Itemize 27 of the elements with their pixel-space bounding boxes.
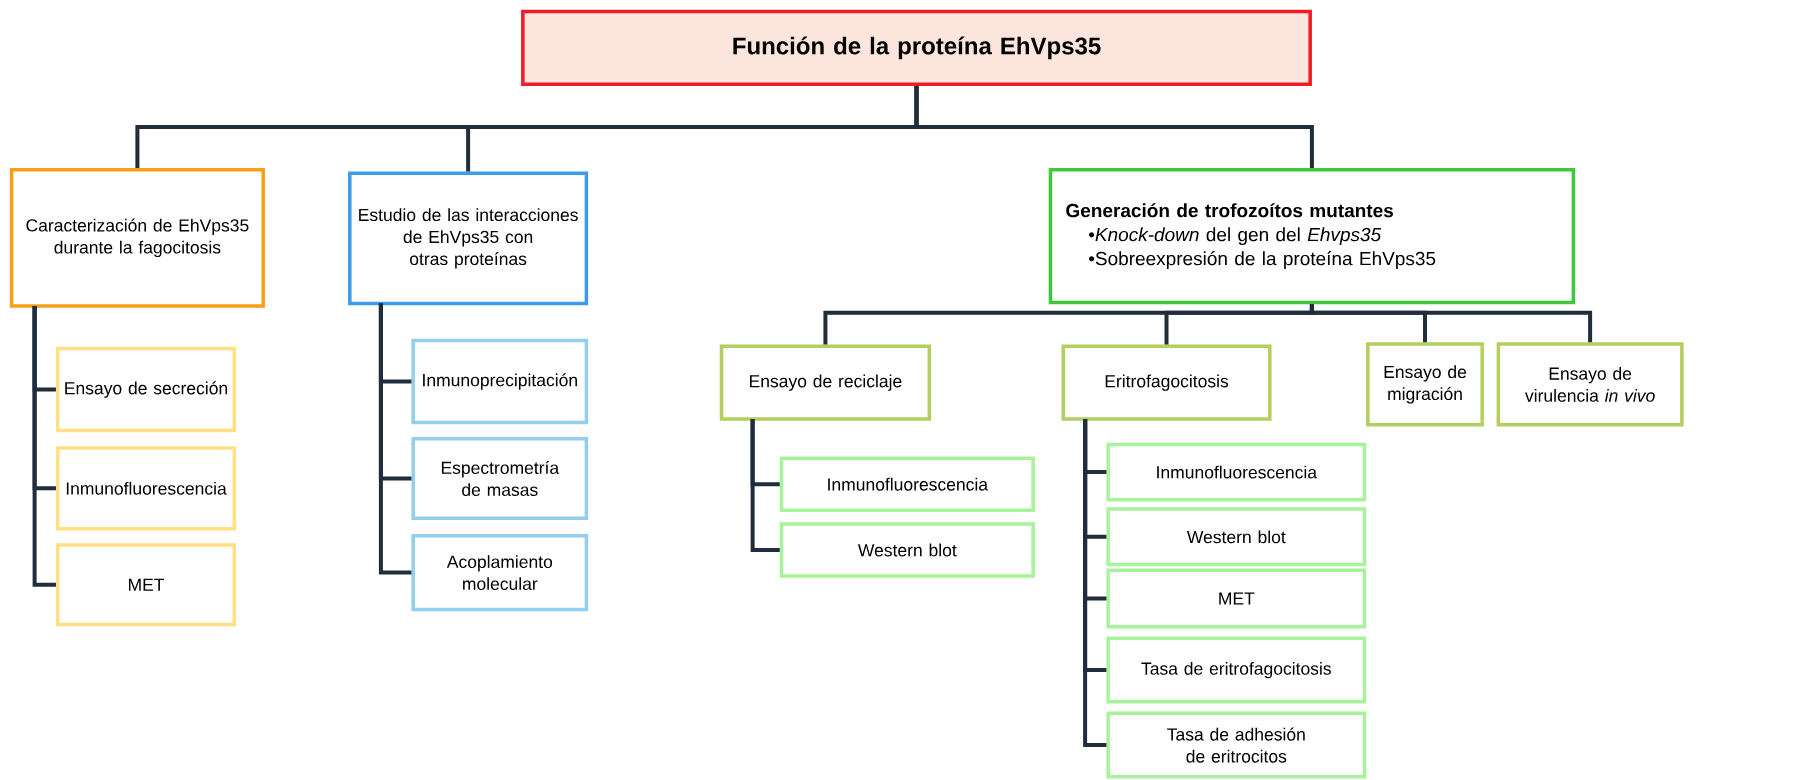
- category-box: Caracterización de EhVps35 durante la fagocitosis: [9, 167, 265, 308]
- connector-line: [750, 419, 780, 552]
- assay-box: Ensayo de virulencia in vivo: [1496, 342, 1684, 427]
- assay-box: Ensayo de reciclaje: [719, 344, 932, 421]
- method-box: Inmunoprecipitación: [411, 338, 589, 425]
- category-box: Generación de trofozoítos mutantes •Knock-down del gen del Ehvps35 •Sobreexpresión de la proteína EhVps35: [1048, 168, 1576, 305]
- method-box: Acoplamiento molecular: [411, 533, 589, 612]
- method-box: Ensayo de secreción: [55, 346, 237, 433]
- method-box: Inmunofluorescencia: [55, 446, 237, 531]
- method-box: Tasa de adhesión de eritrocitos: [1106, 711, 1367, 779]
- connector-line: [32, 305, 56, 587]
- method-box: Tasa de eritrofagocitosis: [1106, 636, 1367, 704]
- connector-line: [378, 303, 412, 575]
- connector-line: [1309, 304, 1593, 343]
- method-box: Inmunofluorescencia: [1106, 442, 1367, 502]
- assay-box: Ensayo de migración: [1366, 342, 1484, 427]
- method-box: Western blot: [779, 522, 1035, 578]
- connector-line: [1083, 419, 1107, 748]
- method-box: Western blot: [1106, 507, 1367, 567]
- assay-box: Eritrofagocitosis: [1061, 344, 1272, 421]
- method-box: Inmunofluorescencia: [779, 456, 1035, 512]
- method-box: Espectrometría de masas: [411, 436, 589, 521]
- method-box: MET: [1106, 568, 1367, 629]
- category-box: Estudio de las interacciones de EhVps35 con otras proteínas: [348, 171, 589, 306]
- connector-line: [914, 86, 1314, 168]
- title-box: Función de la proteína EhVps35: [521, 9, 1312, 86]
- method-box: MET: [55, 543, 237, 627]
